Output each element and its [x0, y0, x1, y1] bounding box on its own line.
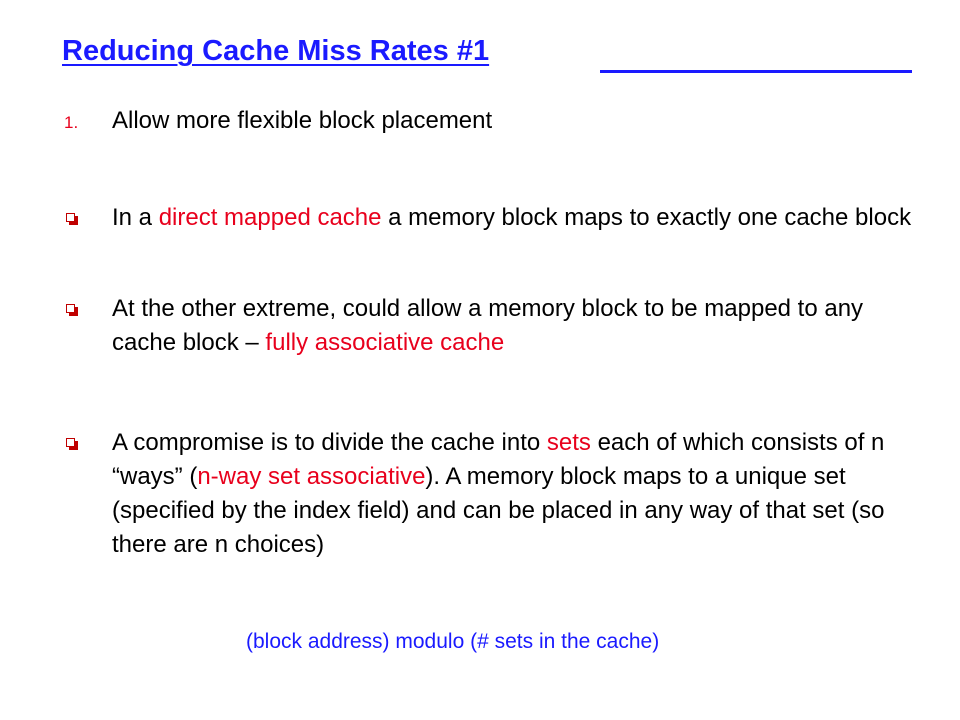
square-bullet-icon: [66, 438, 78, 450]
square-bullet-icon: [66, 304, 78, 316]
point-number: 1.: [64, 113, 79, 132]
square-bullet-icon: [66, 213, 78, 225]
bullet1-pre: In a: [112, 204, 159, 231]
numbered-point-1: 1. Allow more flexible block placement: [64, 107, 492, 135]
bullet-set-associative: A compromise is to divide the cache into…: [66, 426, 916, 562]
point-text: Allow more flexible block placement: [112, 107, 493, 134]
title-underline-rule: [600, 70, 912, 73]
bullet3-highlight-sets: sets: [546, 429, 591, 456]
bullet2-highlight: fully associative cache: [265, 329, 505, 356]
bullet1-post: a memory block maps to exactly one cache…: [381, 204, 912, 231]
bullet-direct-mapped: In a direct mapped cache a memory block …: [66, 201, 916, 235]
bullet2-pre: At the other extreme, could allow a memo…: [112, 295, 864, 356]
slide-title: Reducing Cache Miss Rates #1: [62, 35, 490, 67]
modulo-formula: (block address) modulo (# sets in the ca…: [246, 630, 660, 653]
bullet3-highlight-nway: n-way set associative: [197, 463, 426, 490]
bullet3-mid: each of which consists of n “ways” (: [112, 429, 885, 490]
bullet1-highlight: direct mapped cache: [158, 204, 382, 231]
bullet-fully-associative: At the other extreme, could allow a memo…: [66, 292, 916, 360]
bullet3-post: ). A memory block maps to a unique set (…: [112, 463, 885, 558]
bullet3-pre: A compromise is to divide the cache into: [112, 429, 547, 456]
